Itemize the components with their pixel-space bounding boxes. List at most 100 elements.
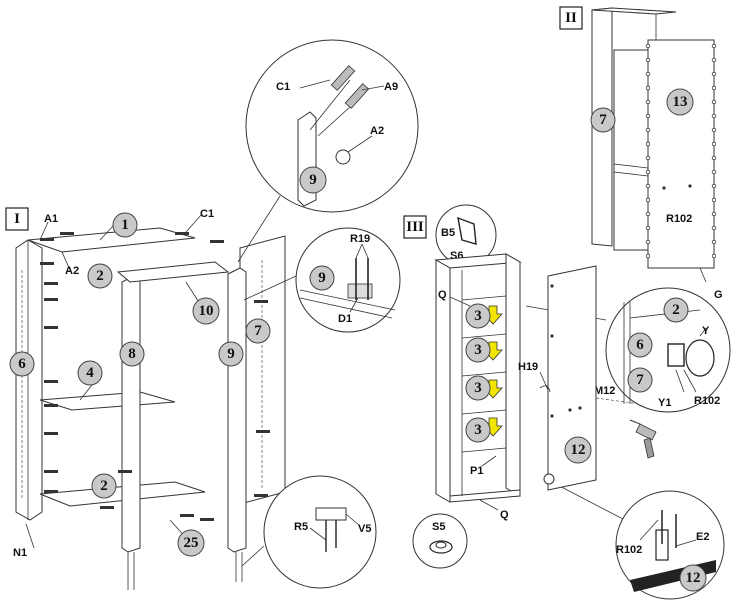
nail-dot [711,57,717,63]
foot-bracket [315,507,347,521]
nail-dot [645,113,651,119]
nail-dot [711,197,717,203]
label-Q-top: Q [438,289,447,301]
section-1-label: I [14,211,20,227]
label-C1: C1 [200,208,214,220]
label-A2: A2 [65,265,79,277]
drill-icon [629,419,657,459]
nail-dot [645,127,651,133]
part-badge-7-s2 [590,107,616,133]
nail-dot [711,253,717,259]
nail-dot [711,127,717,133]
nail-dot [645,155,651,161]
nail-dot [645,197,651,203]
section-2-label: II [565,10,577,26]
label-M12: M12 [594,385,615,397]
part-badge-3-c [465,375,491,401]
part-number-7-s2: 7 [599,112,607,128]
zoom-badge-9-r19 [309,265,335,291]
top-rail-10 [116,261,230,283]
zoom-badge-2 [663,297,689,323]
cabinet-bottom-s3 [449,489,521,503]
part-badge-1 [112,212,138,238]
part-badge-13 [666,88,694,116]
label-D1: D1 [338,313,352,325]
part-badge-3-b [465,337,491,363]
label-Y1: Y1 [658,397,671,409]
part-badge-25 [177,529,205,557]
label-E2: E2 [696,531,709,543]
part-number-3-c: 3 [474,380,482,396]
label-R102: R102 [666,213,692,225]
side-panel-9 [227,267,247,553]
part-badge-9 [218,341,244,367]
nail-dot [711,183,717,189]
part-number-12: 12 [571,442,586,458]
nail-dot [711,239,717,245]
label-R102-e2: R102 [616,544,642,556]
part-number-4: 4 [86,365,94,381]
section-3-label: III [406,219,424,235]
inner-frame-s2 [613,49,649,251]
zoom-number-9-r19: 9 [318,270,326,286]
part-number-7: 7 [254,323,262,339]
part-number-25: 25 [184,535,199,551]
nail-dot [711,43,717,49]
nail-dot [645,253,651,259]
label-A2-zoom: A2 [370,125,384,137]
nail-dot [645,43,651,49]
label-R102-hinge: R102 [694,395,720,407]
shelves-s3 [461,295,507,453]
door-12 [547,265,597,491]
nail-dot [711,141,717,147]
zoom-circle-c1-a9 [245,39,419,213]
nail-dots [645,43,717,259]
zoom-number-9: 9 [309,172,317,188]
nail-dot [645,211,651,217]
label-V5: V5 [358,523,371,535]
label-A9: A9 [384,81,398,93]
zoom-leader-r19 [243,275,297,301]
nail-dot [711,85,717,91]
part-badge-8 [119,341,145,367]
part-badge-7 [245,318,271,344]
hinge-cup-y [685,339,715,377]
nail-dot [711,113,717,119]
nail-dot [711,155,717,161]
bracket-d1 [347,283,373,299]
nail-dot [711,169,717,175]
nail-dot [645,183,651,189]
back-panel-13 [647,39,715,269]
section-1-box [5,207,29,231]
zoom-leader-top [237,195,281,263]
section-1: I [5,39,419,590]
part-badge-3-d [465,417,491,443]
zoom-circle-r5-v5 [263,475,377,589]
zoom-number-2: 2 [672,302,680,318]
label-A1: A1 [44,213,58,225]
part-number-3-b: 3 [474,342,482,358]
section-3: III B5 S6 3 3 3 3 [403,204,731,600]
nail-dot [645,71,651,77]
section-3-box [403,215,427,239]
nail-dot [711,225,717,231]
part-badge-2-bottom [91,473,117,499]
nail-dot [645,57,651,63]
zoom-number-12: 12 [686,570,701,586]
part-number-10: 10 [199,303,214,319]
nail-dot [645,85,651,91]
zoom-number-6: 6 [636,337,644,353]
label-Q-bottom: Q [500,509,509,521]
zoom-number-7: 7 [636,372,644,388]
label-S5: S5 [432,521,445,533]
section-2: II G R102 7 13 [559,6,723,301]
part-number-2-top: 2 [96,268,104,284]
part-number-3-a: 3 [474,308,482,324]
part-number-13: 13 [673,94,688,110]
part-badge-10 [192,297,220,325]
nail-dot [645,239,651,245]
nail-dot [645,169,651,175]
part-number-1: 1 [121,217,129,233]
